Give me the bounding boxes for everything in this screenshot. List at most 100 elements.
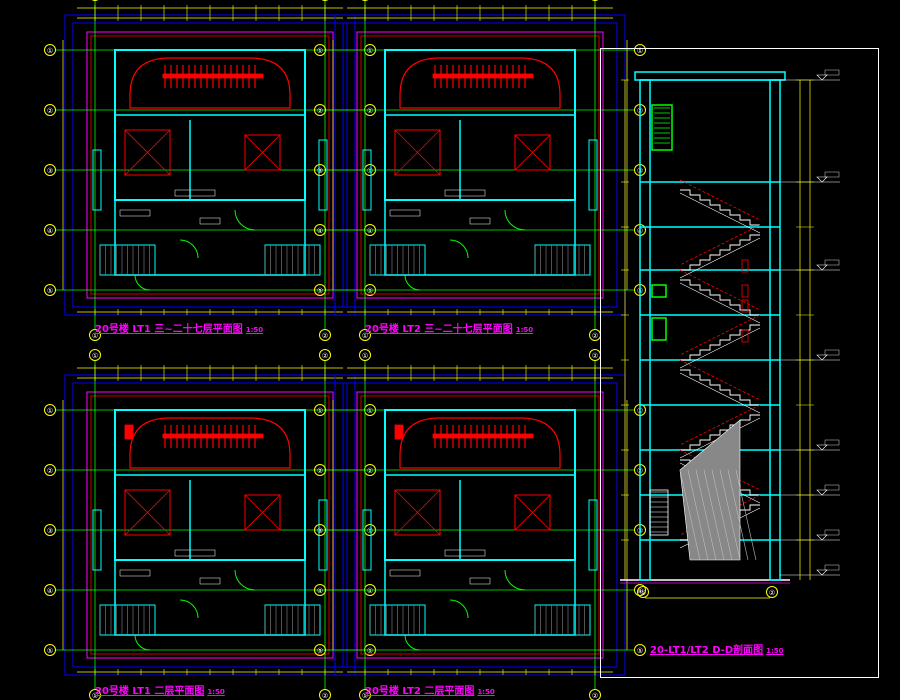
grid-bubble-bottom: ②: [589, 329, 601, 341]
elevator-shaft-box: [124, 489, 171, 536]
grid-bubble-label: ④: [317, 587, 323, 595]
section-frame: [600, 48, 879, 678]
stair-flight: [680, 279, 760, 316]
grid-bubble-bottom: ①: [89, 329, 101, 341]
grid-bubble-label: ①: [317, 407, 323, 415]
grid-bubble-label: ②: [322, 692, 328, 700]
door-swing: [234, 569, 256, 591]
grid-bubble-top: ①: [361, 0, 369, 1]
grid-bubble-circle: [91, 0, 99, 1]
grid-bubble-circle: [361, 0, 369, 1]
door-swing: [504, 209, 526, 231]
grid-bubble-left: ②: [44, 104, 56, 116]
grid-bubble-label: ⑤: [47, 647, 53, 655]
grid-bubble-circle: [766, 586, 778, 598]
grid-bubble-label: ①: [367, 407, 373, 415]
grid-bubble-label: ①: [92, 332, 98, 340]
grid-bubble-label: ③: [47, 527, 53, 535]
grid-bubble-label: ②: [322, 332, 328, 340]
grid-bubble-bottom: ①: [89, 689, 101, 700]
elevator-shaft-cross: [124, 129, 171, 176]
grid-bubble-circle: [634, 584, 646, 596]
plan-scale: 1:50: [207, 688, 225, 696]
plan-outline-red: [360, 395, 600, 655]
door-swing: [134, 634, 151, 651]
shaft-box-cross: [244, 494, 281, 531]
plan-title-text: 20号楼 LT2 二层平面图: [365, 686, 475, 697]
plan-outline-magenta: [86, 391, 334, 659]
grid-bubble-left: ④: [44, 584, 56, 596]
stair-enclosure: [129, 57, 291, 109]
grid-bubble-left: ②: [314, 464, 326, 476]
shaft-box-cross: [244, 134, 281, 171]
grid-bubble-bottom: ②: [319, 689, 331, 700]
grid-bubble-label: ①: [640, 589, 646, 597]
grid-bubble-label: ②: [367, 107, 373, 115]
grid-bubble-top: ②: [321, 0, 329, 1]
grid-bubble-circle: [359, 689, 371, 700]
elevation-triangle: [816, 354, 828, 361]
stair-handrail: [432, 433, 534, 439]
room-tag: [119, 209, 151, 217]
grid-bubble-left: ③: [314, 164, 326, 176]
elevator-shaft-cross: [394, 489, 441, 536]
grid-bubble-circle: [44, 284, 56, 296]
grid-bubble-circle: [321, 0, 329, 1]
grid-bubble-label: ④: [47, 227, 53, 235]
stair-flight: [680, 414, 760, 451]
elevation-value-tag: [824, 529, 840, 536]
plan-outline-red: [90, 395, 330, 655]
grid-bubble-label: ①: [362, 352, 368, 360]
grid-bubble-label: ④: [637, 587, 643, 595]
grid-bubble-label: ②: [317, 467, 323, 475]
grid-bubble-circle: [637, 586, 649, 598]
elevation-triangle: [816, 74, 828, 81]
plan-title-text: 20号楼 LT1 三~二十七层平面图: [95, 324, 243, 335]
annotation-box: [741, 299, 749, 313]
grid-bubble-circle: [634, 644, 646, 656]
elevation-value-tag: [824, 171, 840, 178]
ramp-hatch: [679, 469, 701, 561]
door-swing: [449, 599, 469, 619]
plan-outer-boundary: [64, 14, 356, 316]
lower-stair: [649, 489, 669, 536]
grid-bubble-left: ③: [44, 524, 56, 536]
grid-bubble-circle: [314, 224, 326, 236]
ramp-hatch: [695, 469, 717, 561]
room-tag: [389, 569, 421, 577]
grid-bubble-circle: [314, 404, 326, 416]
grid-bubble-label: ②: [47, 467, 53, 475]
door-swing: [504, 569, 526, 591]
grid-bubble-bottom: ②: [589, 689, 601, 700]
plan-outline-magenta: [356, 31, 604, 299]
stair-enclosure: [399, 57, 561, 109]
grid-bubble-circle: [314, 284, 326, 296]
elevation-value-tag: [824, 349, 840, 356]
annotation-box: [741, 259, 749, 273]
grid-bubble-label: ①: [317, 47, 323, 55]
grid-bubble-label: ②: [592, 352, 598, 360]
grid-bubble-circle: [319, 329, 331, 341]
room-tag: [444, 189, 486, 197]
grid-bubble-label: ①: [637, 47, 643, 55]
grid-bubble-label: ④: [47, 587, 53, 595]
grid-bubble-left: ③: [44, 164, 56, 176]
fire-hydrant: [124, 424, 134, 440]
ramp-hatch: [735, 469, 757, 561]
elevator-shaft-cross: [394, 129, 441, 176]
section-scale: 1:50: [766, 647, 784, 655]
room-tag: [469, 577, 491, 585]
grid-bubble-top: ②: [589, 349, 601, 361]
section-title-text: 20-LT1/LT2 D-D剖面图: [650, 645, 764, 656]
side-wall-right: [588, 499, 598, 571]
grid-bubble-left: ③: [314, 524, 326, 536]
stair-core-walls: [114, 49, 306, 201]
grid-bubble-label: ①: [47, 407, 53, 415]
stair-stringer: [679, 237, 761, 279]
grid-bubble-circle: [89, 349, 101, 361]
stair-handrail: [162, 433, 264, 439]
grid-bubble-circle: [44, 164, 56, 176]
